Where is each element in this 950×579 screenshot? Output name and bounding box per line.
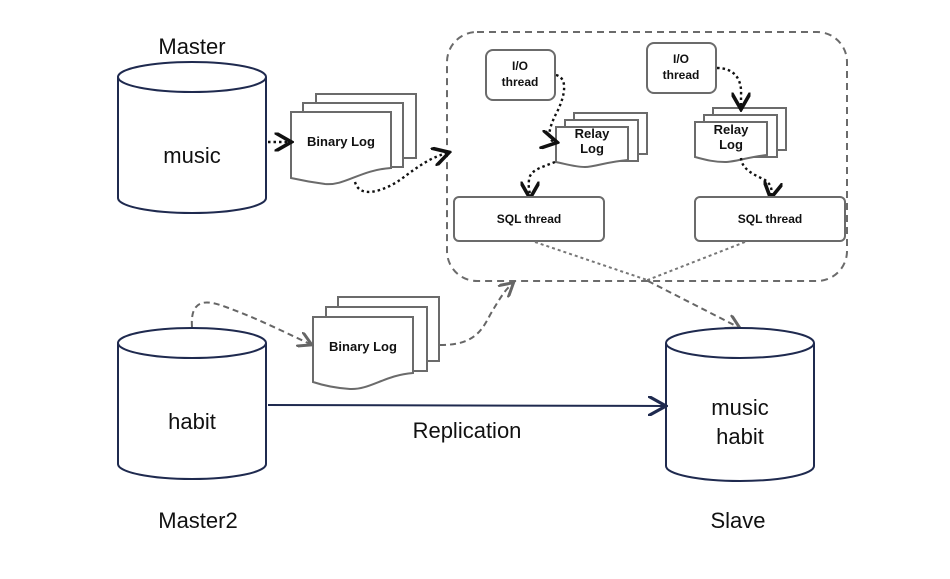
slave-db-label-line1: music bbox=[711, 395, 768, 420]
left-io-thread[interactable]: I/O thread bbox=[485, 49, 556, 101]
master-binary-log[interactable]: Binary Log bbox=[290, 93, 417, 186]
edge-binlog-to-slave-io bbox=[353, 153, 447, 194]
edge-right-relay-to-sql bbox=[739, 157, 771, 196]
master-binary-log-label: Binary Log bbox=[307, 134, 375, 149]
right-relay-log-line2: Log bbox=[719, 137, 743, 152]
slave-caption: Slave bbox=[710, 508, 765, 533]
master-database[interactable]: music bbox=[117, 61, 267, 214]
right-io-thread[interactable]: I/O thread bbox=[646, 42, 717, 94]
left-sql-thread-label: SQL thread bbox=[497, 212, 561, 226]
master2-caption: Master2 bbox=[158, 508, 237, 533]
master2-binary-log-label: Binary Log bbox=[329, 339, 397, 354]
left-relay-log-line1: Relay bbox=[575, 126, 610, 141]
edge-left-io-to-relay bbox=[549, 73, 566, 142]
master-db-label: music bbox=[163, 143, 220, 168]
left-relay-log-line2: Log bbox=[580, 141, 604, 156]
right-sql-thread-label: SQL thread bbox=[738, 212, 802, 226]
slave-db-label-line2: habit bbox=[716, 424, 764, 449]
master-caption: Master bbox=[158, 34, 225, 59]
left-sql-thread[interactable]: SQL thread bbox=[453, 196, 605, 242]
left-io-thread-line1: I/O bbox=[512, 59, 528, 73]
edge-right-io-to-relay bbox=[716, 66, 741, 107]
master2-binary-log[interactable]: Binary Log bbox=[312, 296, 440, 391]
edge-master2-binlog-to-cluster bbox=[439, 284, 512, 346]
edge-left-relay-to-sql bbox=[529, 160, 556, 196]
edge-left-sql-to-slave bbox=[534, 241, 651, 282]
master2-db-label: habit bbox=[168, 409, 216, 434]
right-relay-log-line1: Relay bbox=[714, 122, 749, 137]
right-relay-log[interactable]: Relay Log bbox=[694, 107, 787, 164]
edge-right-sql-to-slave bbox=[644, 241, 746, 282]
replication-label: Replication bbox=[413, 418, 522, 443]
left-io-thread-line2: thread bbox=[502, 75, 539, 89]
master2-database[interactable]: habit bbox=[117, 327, 267, 480]
right-io-thread-line2: thread bbox=[663, 68, 700, 82]
right-io-thread-line1: I/O bbox=[673, 52, 689, 66]
right-sql-thread[interactable]: SQL thread bbox=[694, 196, 846, 242]
edge-replication bbox=[267, 405, 664, 406]
edge-cluster-to-slave bbox=[647, 280, 738, 327]
slave-database[interactable]: music habit bbox=[665, 327, 815, 482]
left-relay-log[interactable]: Relay Log bbox=[555, 112, 648, 169]
